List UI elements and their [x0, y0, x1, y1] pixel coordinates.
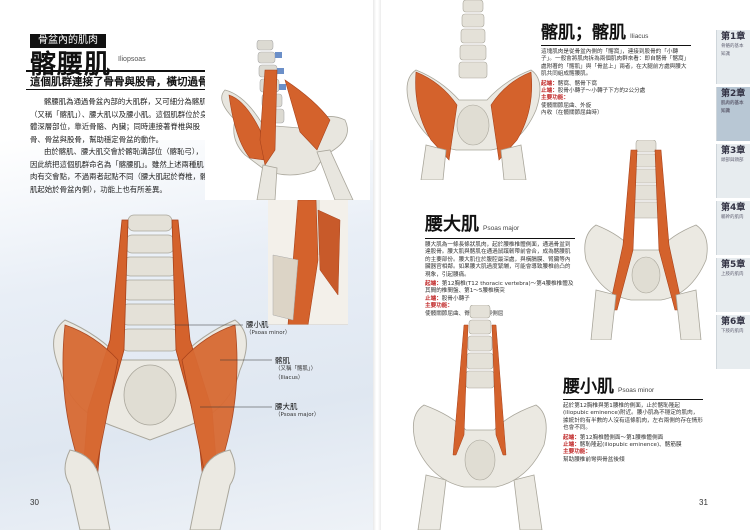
iliopsoas-frontal-illustration [53, 214, 272, 530]
femur-left [64, 449, 111, 530]
right-page: 髂肌；髂肌 Iliacus 這塊肌肉是從骨盆內側的「髂窩」，連接到股骨的「小轉子」… [381, 0, 750, 530]
psoas-muscle-right [284, 79, 331, 151]
section-psoas-major: 腰大肌 Psoas major 腰大肌為一條長條狀肌肉，起於腰椎椎體側面，通過骨盆… [425, 210, 575, 318]
section-title: 髂肌；髂肌 [541, 23, 626, 43]
femur-right [189, 449, 236, 530]
page-title-english: Iliopsoas [118, 56, 146, 63]
intro-paragraph: 髂腰肌為通過骨盆內部的大肌群，又可細分為髂肌（又稱「髂肌」）、腰大肌以及腰小肌。… [30, 97, 208, 144]
psoas-muscle [259, 69, 278, 166]
femur-bone-right [316, 149, 354, 200]
iliacus-right [181, 324, 238, 501]
section-title-english: Psoas minor [618, 387, 655, 394]
sacrum [123, 364, 177, 426]
section-body: 這塊肌肉是從骨盆內側的「髂窩」，連接到股骨的「小轉子」。一般會將肌肉拆為兩個肌肉… [541, 49, 690, 78]
label-iliacus: 髂肌 （又稱「髂肌」） （Iliacus） [275, 356, 317, 381]
section-psoas-minor: 腰小肌 Psoas minor 起於第12胸椎與第1腰椎的側面，止於髂恥隆起(il… [563, 372, 703, 464]
section-rule [425, 238, 575, 239]
chapter-tab-5[interactable]: 第5章上肢的肌肉 [716, 258, 750, 312]
section-info: 起端：第12胸椎(T12 thoracic vertebra)～第4腰椎椎體及其… [425, 281, 574, 317]
section-title-english: Psoas major [483, 225, 520, 232]
iliacus-muscle [228, 94, 266, 161]
femur-bone [256, 164, 278, 200]
psoas-major-illustration [584, 140, 708, 340]
label-psoas-minor: 腰小肌 （Psoas minor） [246, 320, 291, 336]
section-info: 起端：髂窩、髂骨下窩 止端：股骨小轉子～小轉子下方的2公分處 主要功能： 使髖關… [541, 80, 646, 117]
title-rule [26, 70, 296, 72]
chapter-tab-4[interactable]: 第4章軀幹的肌肉 [716, 201, 750, 255]
section-rule [541, 45, 691, 46]
section-rule [563, 399, 703, 400]
section-title: 腰小肌 [563, 377, 614, 397]
intro-paragraph: 由於髂肌、腰大肌交會於髂恥溝部位（髂恥弓），因此統把這個肌群命名為「髂腰肌」。雖… [30, 147, 208, 194]
left-page: 骨盆內的肌肉 髂腰肌 Iliopsoas 這個肌群連接了骨骨與股骨，橫切過骨盆內… [0, 0, 373, 530]
psoas-minor-illustration [412, 305, 547, 530]
section-title: 腰大肌 [425, 214, 479, 235]
label-psoas-major: 腰大肌 （Psoas major） [275, 402, 320, 418]
page-number-right: 31 [699, 498, 708, 507]
page-title: 髂腰肌 [30, 50, 112, 80]
chapter-tab-2[interactable]: 第2章肌肉的基本知識 [716, 87, 750, 141]
iliacus-illustration [406, 0, 541, 180]
section-tag: 骨盆內的肌肉 [30, 34, 106, 48]
chapter-tab-1[interactable]: 第1章骨骼的基本知識 [716, 30, 750, 84]
section-body: 腰大肌為一條長條狀肌肉，起於腰椎椎體側面，通過骨盆到達股骨。腰大肌與髂肌在通過鼠… [425, 242, 571, 278]
intro-text: 髂腰肌為通過骨盆內部的大肌群，又可細分為髂肌（又稱「髂肌」）、腰大肌以及腰小肌。… [30, 96, 208, 196]
chapter-tabs: 第1章骨骼的基本知識 第2章肌肉的基本知識 第3章頭部與頸部 第4章軀幹的肌肉 … [716, 30, 750, 372]
section-iliacus: 髂肌；髂肌 Iliacus 這塊肌肉是從骨盆內側的「髂窩」，連接到股骨的「小轉子」… [541, 18, 691, 118]
iliopsoas-detail-illustration [268, 200, 348, 325]
subtitle-rule [26, 89, 296, 90]
iliopsoas-oblique-illustration [205, 40, 370, 200]
chapter-tab-6[interactable]: 第6章下肢的肌肉 [716, 315, 750, 369]
section-body: 起於第12胸椎與第1腰椎的側面，止於髂恥隆起(iliopubic eminenc… [563, 403, 703, 432]
chapter-tab-3[interactable]: 第3章頭部與頸部 [716, 144, 750, 198]
iliacus-left [62, 324, 119, 501]
section-title-english: Iliacus [630, 33, 649, 40]
page-subtitle: 這個肌群連接了骨骨與股骨，橫切過骨盆內部 [30, 76, 240, 88]
section-info: 起端：第12胸椎體側面～第1腰椎體側面 止端：髂恥隆起(iliopubic em… [563, 434, 682, 463]
book-gutter [373, 0, 381, 530]
lumbar-spine [121, 214, 179, 352]
page-number-left: 30 [30, 498, 39, 507]
